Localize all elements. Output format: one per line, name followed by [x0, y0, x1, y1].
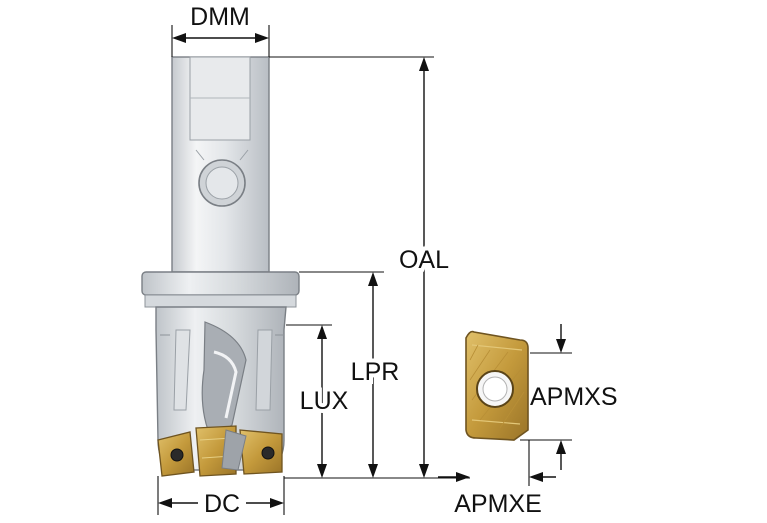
insert-detail — [465, 330, 529, 441]
label-lpr: LPR — [351, 358, 400, 386]
screw-left-icon — [170, 448, 184, 462]
collar — [141, 271, 300, 296]
dimension-labels: DMM OAL LPR LUX DC APMXS APMXE — [190, 3, 617, 518]
screw-right-icon — [261, 446, 275, 460]
label-dc: DC — [204, 490, 240, 518]
milling-cutter — [141, 56, 300, 477]
dimension-lines — [157, 25, 572, 515]
insert-right — [239, 429, 283, 475]
label-apmxs: APMXS — [530, 383, 618, 411]
label-apmxe: APMXE — [454, 490, 542, 518]
label-oal: OAL — [399, 246, 449, 274]
label-lux: LUX — [300, 387, 349, 415]
label-dmm: DMM — [190, 3, 250, 31]
